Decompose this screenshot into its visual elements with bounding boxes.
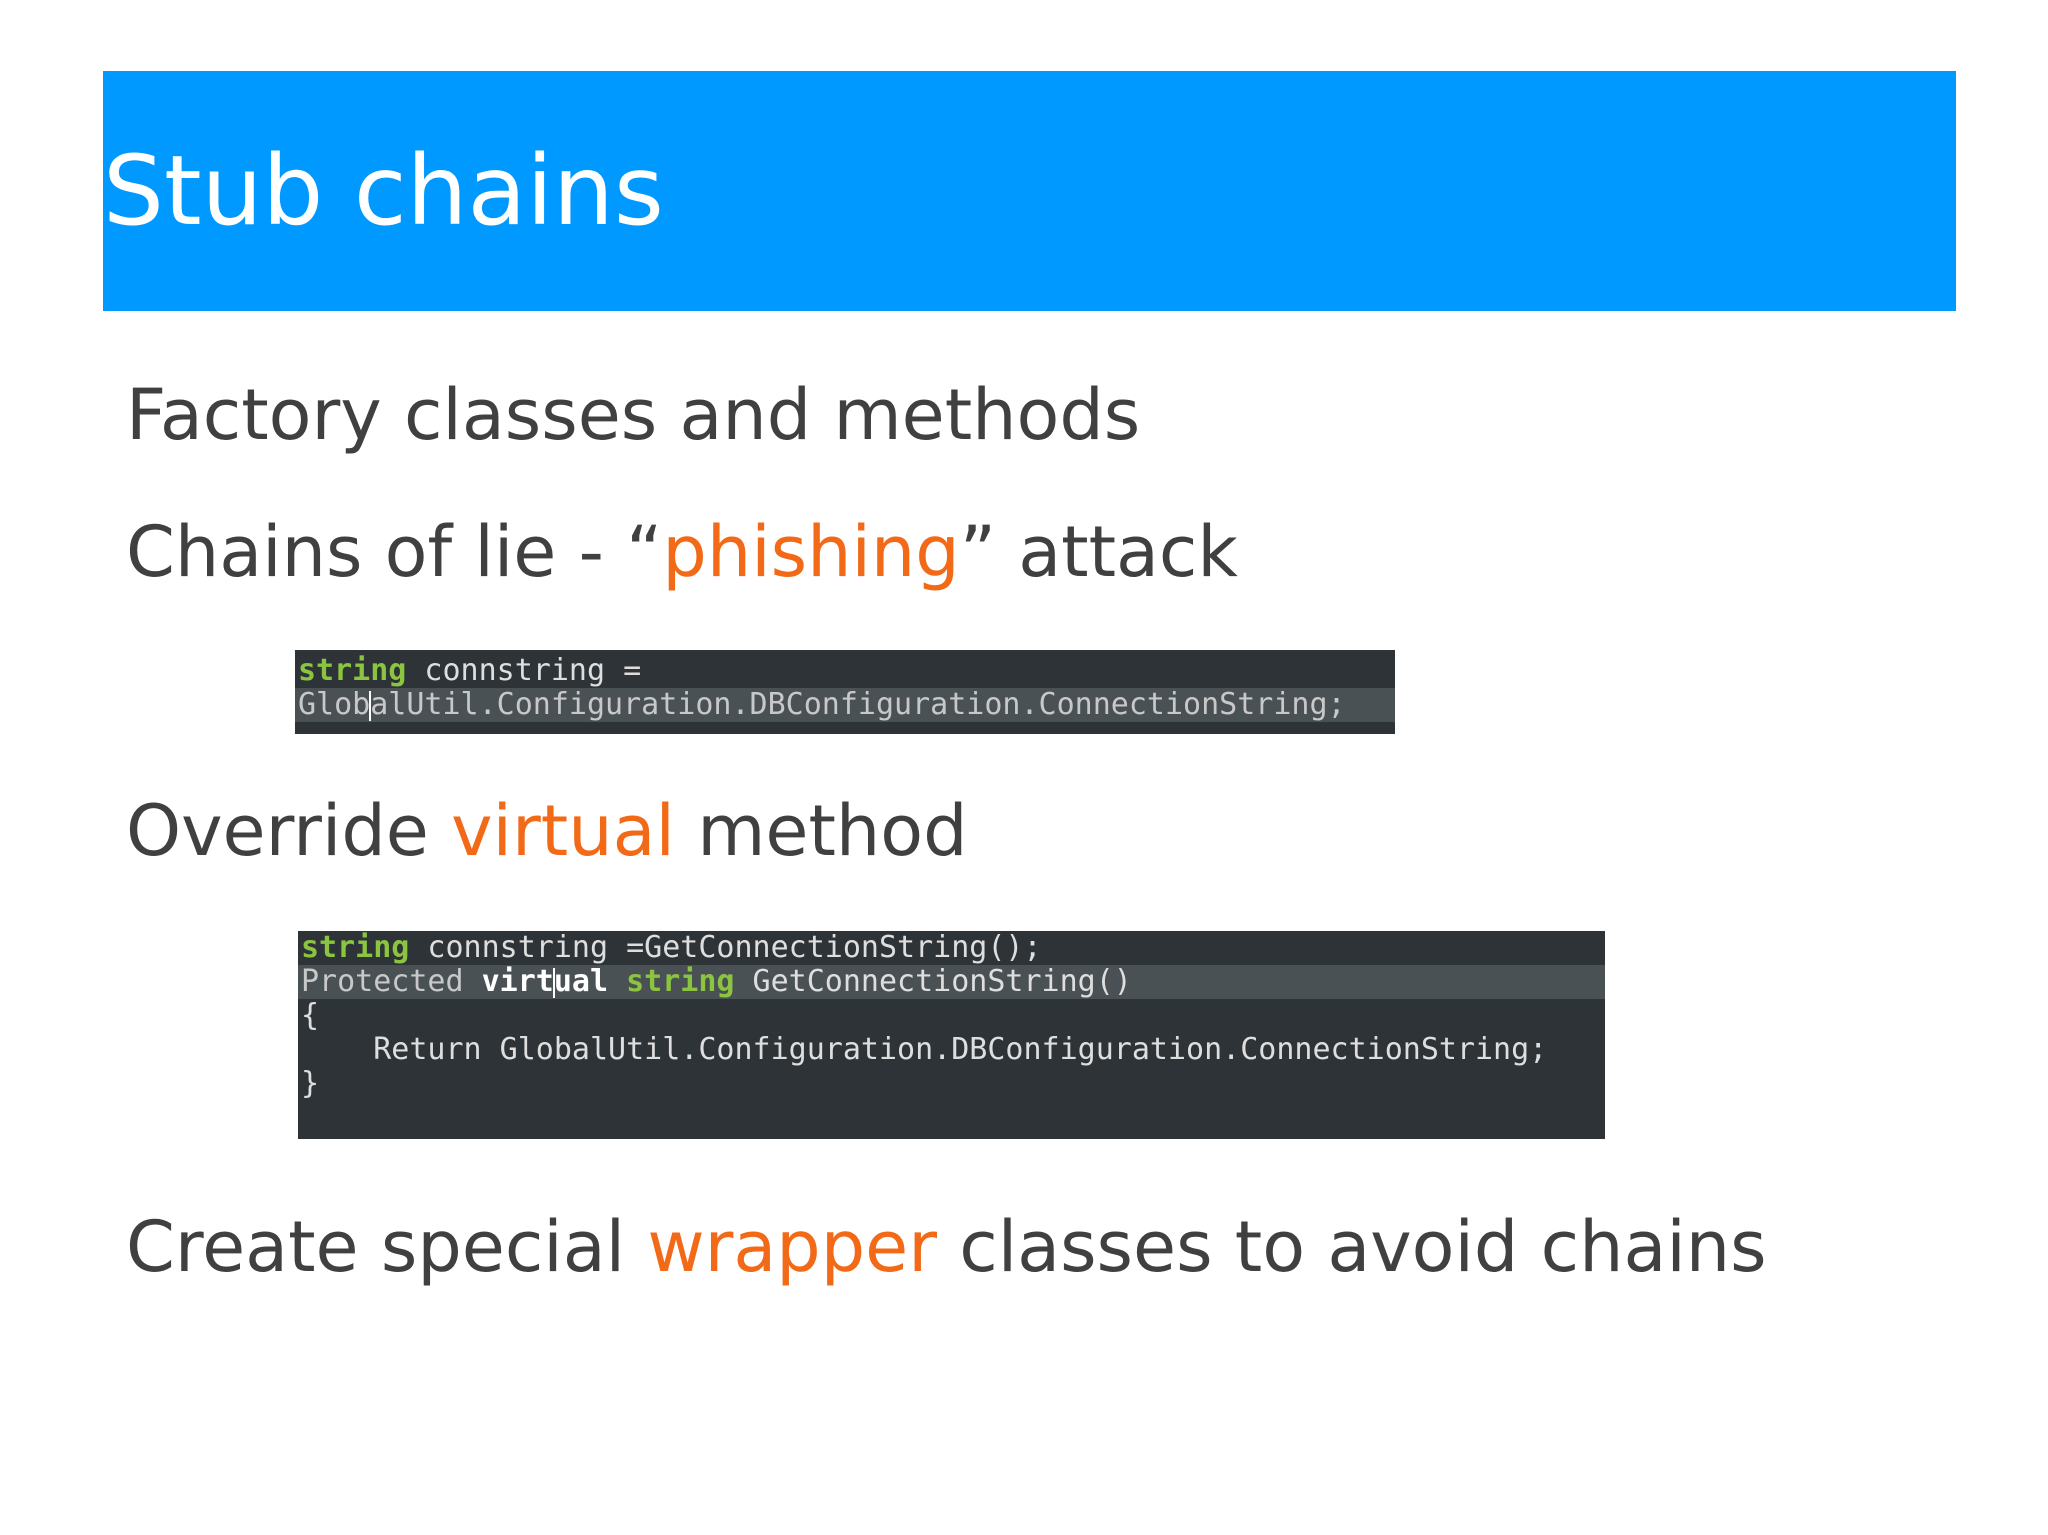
code-text: } xyxy=(301,1066,320,1101)
title-bar: Stub chains xyxy=(103,71,1956,311)
text-cursor xyxy=(369,690,372,721)
bullet-accent-phishing: phishing xyxy=(662,511,960,593)
code-text: GetConnectionString() xyxy=(734,964,1132,999)
code-text: connstring =GetConnectionString(); xyxy=(409,930,1042,965)
bullet-text-pre: Create special xyxy=(126,1206,648,1288)
code-line: } xyxy=(298,1067,1605,1101)
code-line: string connstring = xyxy=(295,654,1395,688)
code-text xyxy=(608,964,626,999)
code-text: alUtil.Configuration.DBConfiguration.Con… xyxy=(370,687,1346,722)
bullet-chains-of-lie: Chains of lie - “phishing” attack xyxy=(126,507,1238,597)
bullet-text-post: classes to avoid chains xyxy=(936,1206,1767,1288)
code-text: { xyxy=(301,998,320,1033)
bullet-wrapper-classes: Create special wrapper classes to avoid … xyxy=(126,1202,1767,1292)
code-keyword: string xyxy=(301,930,410,965)
code-line: string connstring =GetConnectionString()… xyxy=(298,931,1605,965)
code-text: Return GlobalUtil.Configuration.DBConfig… xyxy=(301,1032,1548,1067)
bullet-text-post: method xyxy=(674,790,968,872)
code-snippet-virtual-method: string connstring =GetConnectionString()… xyxy=(298,931,1605,1139)
code-keyword: string xyxy=(626,964,735,999)
bullet-factory-classes: Factory classes and methods xyxy=(126,370,1140,460)
text-cursor xyxy=(552,967,555,998)
code-keyword-virtual: virt xyxy=(481,964,554,999)
bullet-accent-wrapper: wrapper xyxy=(647,1206,937,1288)
code-text: connstring = xyxy=(406,653,642,688)
bullet-text-pre: Chains of lie - “ xyxy=(126,511,663,593)
bullet-text: Factory classes and methods xyxy=(126,374,1141,456)
code-line: { xyxy=(298,999,1605,1033)
code-line-highlighted: GlobalUtil.Configuration.DBConfiguration… xyxy=(295,688,1395,722)
bullet-text-pre: Override xyxy=(126,790,452,872)
code-line: Return GlobalUtil.Configuration.DBConfig… xyxy=(298,1033,1605,1067)
code-line-highlighted: Protected virtual string GetConnectionSt… xyxy=(298,965,1605,999)
code-keyword-virtual: ual xyxy=(553,964,609,999)
code-keyword: string xyxy=(298,653,407,688)
slide-title: Stub chains xyxy=(103,135,664,247)
code-text: Protected xyxy=(301,964,482,999)
bullet-accent-virtual: virtual xyxy=(451,790,675,872)
code-text: Glob xyxy=(298,687,371,722)
code-snippet-chain: string connstring = GlobalUtil.Configura… xyxy=(295,650,1395,734)
bullet-text-post: ” attack xyxy=(959,511,1238,593)
bullet-override-virtual: Override virtual method xyxy=(126,786,968,876)
